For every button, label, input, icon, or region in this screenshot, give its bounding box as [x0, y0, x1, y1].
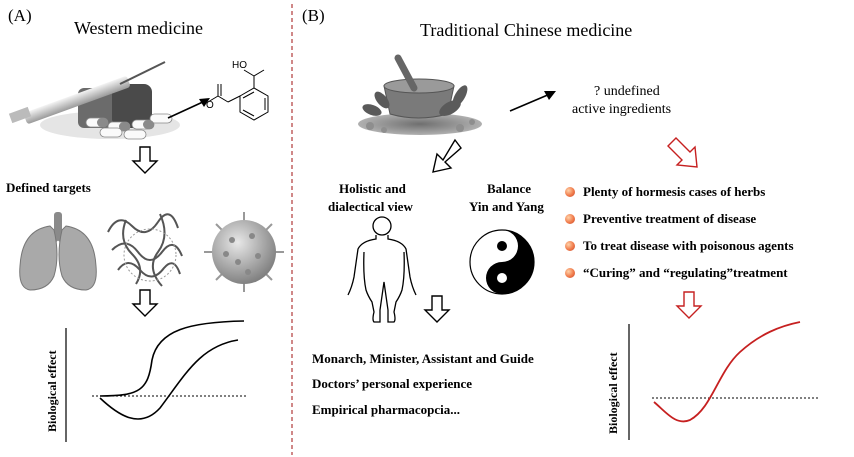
open-arrow-b-diagonal: [432, 138, 462, 173]
bullet-item-4: “Curing” and “regulating”treatment: [565, 265, 788, 281]
bullet-item-2: Preventive treatment of disease: [565, 211, 756, 227]
bullet-item-1: Plenty of hormesis cases of herbs: [565, 184, 765, 200]
herbs-mortar-illustration: [358, 54, 482, 135]
panel-a-title: Western medicine: [74, 18, 203, 38]
bullet-item-3: To treat disease with poisonous agents: [565, 238, 794, 254]
defined-targets-label: Defined targets: [6, 180, 91, 195]
chart-a-curve-2: [99, 339, 239, 420]
open-arrow-a1: [131, 146, 159, 174]
chart-b: [628, 321, 818, 440]
balance-line-2: Yin and Yang: [469, 199, 544, 214]
panel-b-title: Traditional Chinese medicine: [420, 20, 633, 40]
panel-a-label: (A): [8, 6, 32, 25]
practice-item-1: Monarch, Minister, Assistant and Guide: [312, 351, 534, 366]
bullet-dot-icon: [565, 268, 575, 278]
bullet-text: Preventive treatment of disease: [583, 211, 757, 226]
bullet-dot-icon: [565, 241, 575, 251]
arrow-to-undefined: [509, 91, 556, 112]
holistic-line-2: dialectical view: [328, 199, 413, 214]
chart-a-curve-1: [99, 320, 245, 397]
lungs-icon: [19, 212, 97, 291]
bullet-text: Plenty of hormesis cases of herbs: [583, 184, 766, 199]
yin-yang-icon: [469, 229, 535, 295]
protein-structure-icon: [107, 213, 183, 287]
holistic-line-1: Holistic and: [339, 181, 406, 196]
bullet-text: To treat disease with poisonous agents: [583, 238, 794, 253]
practice-item-2: Doctors’ personal experience: [312, 376, 473, 391]
undefined-line-1: ? undefined: [594, 84, 660, 99]
molecule-o-label: O: [206, 100, 214, 111]
virus-icon: [204, 212, 284, 292]
chart-b-curve: [653, 321, 801, 423]
panel-b-label: (B): [302, 6, 325, 25]
open-arrow-b-down: [423, 295, 451, 323]
drugs-illustration: [8, 61, 180, 140]
bullet-dot-icon: [565, 187, 575, 197]
bullet-dot-icon: [565, 214, 575, 224]
open-arrow-b-red-1: [667, 137, 698, 168]
open-arrow-b-red-2: [675, 291, 703, 319]
molecule-ho-label: HO: [232, 60, 247, 71]
open-arrow-a2: [131, 289, 159, 317]
bullet-text: “Curing” and “regulating”treatment: [583, 265, 788, 280]
chart-a-y-axis-label: Biological effect: [45, 350, 59, 432]
undefined-line-2: active ingredients: [572, 102, 672, 117]
chart-b-y-axis-label: Biological effect: [606, 352, 620, 434]
arrow-to-molecule: [167, 98, 210, 119]
human-figure-icon: [347, 216, 417, 323]
practice-item-3: Empirical pharmacopcia...: [312, 402, 461, 417]
balance-line-1: Balance: [487, 181, 532, 196]
aspirin-molecule: [207, 69, 269, 121]
chart-a: [65, 320, 248, 442]
